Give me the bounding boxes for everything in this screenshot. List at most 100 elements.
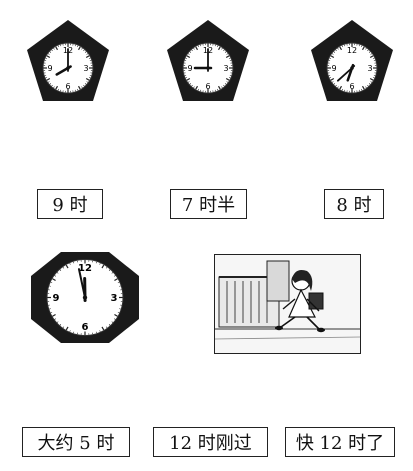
tick-mark bbox=[367, 84, 369, 87]
tick-mark bbox=[81, 48, 83, 50]
tick-mark bbox=[50, 281, 53, 284]
tick-mark bbox=[186, 77, 191, 81]
tick-mark bbox=[65, 264, 69, 269]
tick-mark bbox=[341, 88, 343, 91]
time-label-6: 快 12 时了 bbox=[285, 427, 395, 457]
tick-mark bbox=[111, 272, 114, 274]
tick-mark bbox=[81, 86, 83, 88]
tick-mark bbox=[77, 45, 79, 48]
tick-mark bbox=[83, 49, 85, 52]
tick-mark bbox=[337, 48, 339, 50]
tick-mark bbox=[369, 55, 374, 59]
tick-mark bbox=[65, 326, 69, 331]
tick-mark bbox=[369, 77, 374, 81]
tick-mark bbox=[59, 269, 62, 271]
tick-mark bbox=[108, 324, 111, 326]
numeral-3: 3 bbox=[367, 64, 372, 73]
tick-marks bbox=[183, 43, 233, 93]
tick-mark bbox=[45, 57, 48, 59]
tick-mark bbox=[361, 46, 365, 51]
tick-mark bbox=[332, 53, 334, 55]
tick-mark bbox=[335, 84, 337, 87]
tick-mark bbox=[224, 83, 227, 85]
tick-marks bbox=[47, 260, 123, 335]
tick-mark bbox=[56, 272, 59, 274]
tick-mark bbox=[339, 46, 343, 51]
tick-mark bbox=[51, 49, 53, 52]
tick-mark bbox=[77, 46, 81, 51]
tick-mark bbox=[193, 48, 195, 50]
tick-mark bbox=[54, 318, 57, 320]
tick-mark bbox=[62, 266, 65, 269]
tick-mark bbox=[365, 86, 367, 88]
numeral-9: 9 bbox=[53, 293, 60, 304]
tick-mark bbox=[52, 278, 56, 282]
tick-mark bbox=[197, 88, 199, 91]
tick-mark bbox=[370, 53, 372, 55]
time-label-3: 8 时 bbox=[324, 189, 384, 219]
tick-mark bbox=[55, 85, 59, 90]
tick-mark bbox=[105, 326, 108, 329]
tick-mark bbox=[99, 330, 101, 332]
center-pin bbox=[350, 66, 354, 70]
tick-mark bbox=[329, 77, 332, 79]
tick-mark bbox=[217, 85, 221, 90]
tick-mark bbox=[193, 86, 195, 88]
tick-mark bbox=[188, 81, 190, 83]
tick-mark bbox=[185, 77, 188, 79]
tick-mark bbox=[52, 313, 56, 317]
tick-mark bbox=[195, 85, 199, 90]
numeral-3: 3 bbox=[111, 293, 118, 304]
tick-mark bbox=[83, 84, 85, 87]
tick-mark bbox=[48, 81, 50, 83]
tick-mark bbox=[223, 49, 225, 52]
tick-mark bbox=[50, 311, 53, 314]
tick-mark bbox=[114, 278, 118, 282]
time-label-1: 9 时 bbox=[37, 189, 103, 219]
tick-mark bbox=[77, 88, 79, 91]
tick-mark bbox=[59, 324, 62, 326]
tick-mark bbox=[101, 264, 105, 269]
tick-mark bbox=[189, 83, 192, 85]
time-label-2: 7 时半 bbox=[170, 189, 247, 219]
tick-mark bbox=[86, 81, 88, 83]
tick-mark bbox=[191, 49, 193, 52]
tick-mark bbox=[361, 88, 363, 91]
tick-mark bbox=[88, 57, 91, 59]
tick-mark bbox=[332, 81, 334, 83]
tick-marks bbox=[43, 43, 93, 93]
tick-mark bbox=[333, 51, 336, 53]
tick-mark bbox=[225, 77, 230, 81]
tick-mark bbox=[337, 86, 339, 88]
tick-mark bbox=[69, 330, 71, 332]
numeral-12: 12 bbox=[78, 263, 92, 274]
clock-1: 12 3 6 9 bbox=[27, 20, 109, 101]
tick-mark bbox=[114, 313, 118, 317]
numeral-6: 6 bbox=[65, 82, 70, 91]
center-pin bbox=[206, 66, 210, 70]
tick-mark bbox=[226, 53, 228, 55]
tick-mark bbox=[85, 77, 90, 81]
tick-mark bbox=[46, 55, 51, 59]
time-label-5: 12 时刚过 bbox=[153, 427, 268, 457]
tick-mark bbox=[113, 318, 116, 320]
tick-mark bbox=[372, 77, 375, 79]
minute-hand bbox=[77, 268, 87, 302]
tick-mark bbox=[186, 55, 191, 59]
tick-mark bbox=[49, 51, 52, 53]
tick-mark bbox=[57, 45, 59, 48]
clock-4: 12 3 6 9 bbox=[31, 252, 139, 343]
clock-2: 12 3 6 9 bbox=[167, 20, 249, 101]
tick-mark bbox=[45, 77, 48, 79]
tick-mark bbox=[111, 321, 114, 323]
tick-mark bbox=[361, 85, 365, 90]
tick-mark bbox=[117, 311, 120, 314]
tick-mark bbox=[228, 57, 231, 59]
numeral-9: 9 bbox=[187, 64, 192, 73]
tick-mark bbox=[108, 269, 111, 271]
tick-mark bbox=[333, 83, 336, 85]
tick-mark bbox=[84, 51, 87, 53]
tick-marks bbox=[327, 43, 377, 93]
center-pin bbox=[66, 66, 70, 70]
tick-mark bbox=[185, 57, 188, 59]
